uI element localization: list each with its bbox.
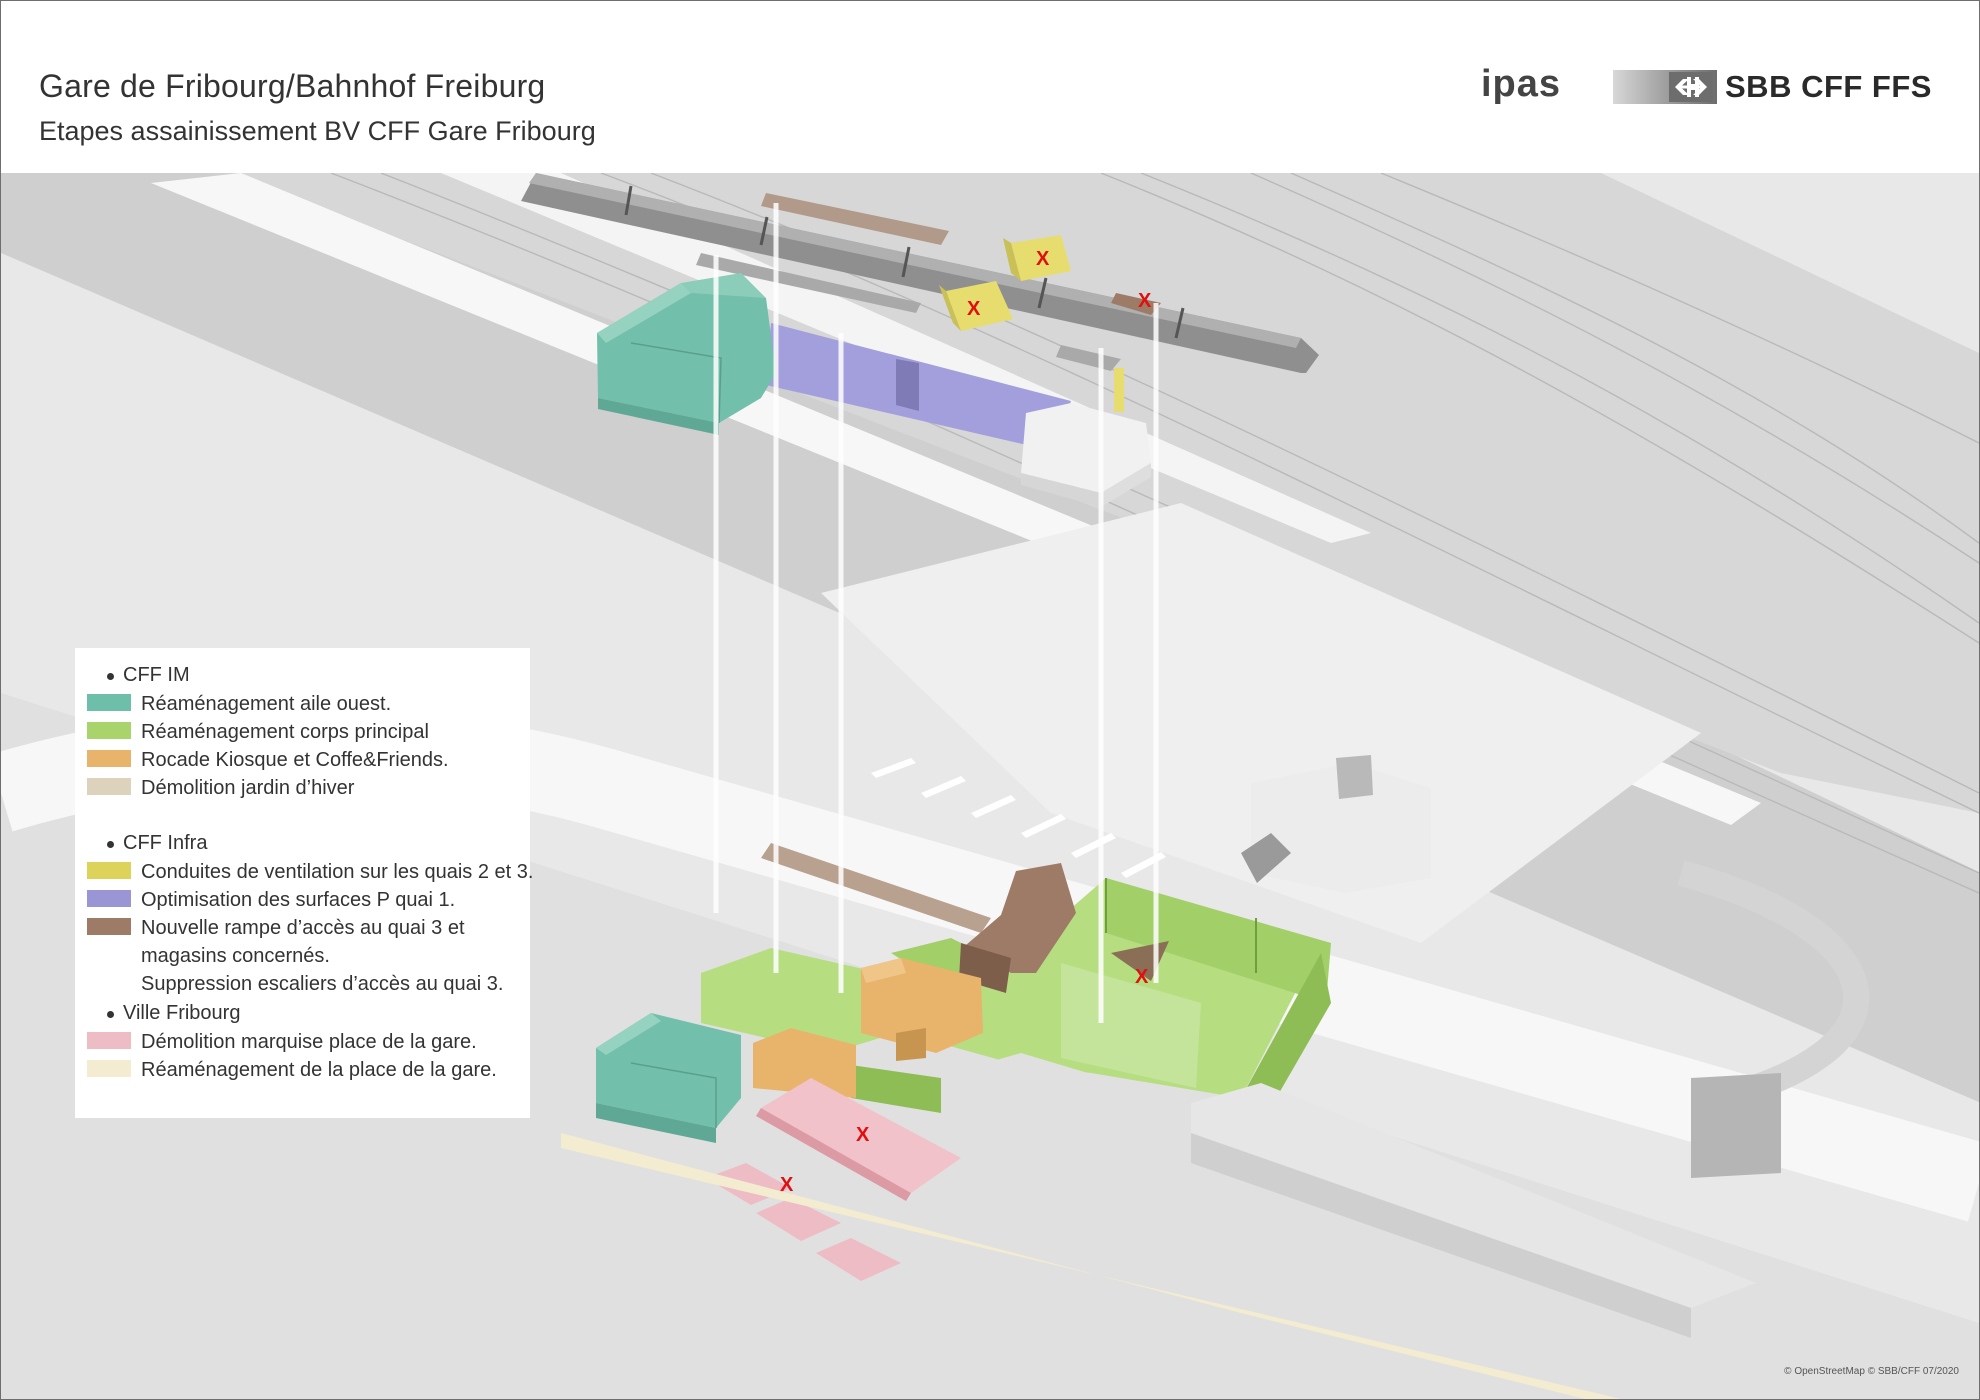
legend-group-cff-infra: CFF Infra	[107, 832, 207, 855]
ramp-quai-3-top	[761, 193, 949, 245]
header: Gare de Fribourg/Bahnhof Freiburg Etapes…	[1, 1, 1979, 173]
demolition-marker-4: X	[1135, 966, 1149, 988]
demolition-marker-5: X	[856, 1124, 870, 1146]
page-title: Gare de Fribourg/Bahnhof Freiburg	[39, 68, 546, 104]
platform-building	[1021, 403, 1151, 507]
long-building-right	[951, 1053, 1756, 1338]
legend-item-marquise: Démolition marquise place de la gare.	[87, 1028, 477, 1053]
main-body-green	[921, 878, 1331, 1133]
isometric-station-map: X X X X X X CFF IM Réaménagement aile ou…	[1, 172, 1979, 1399]
ramp-marker-top	[1111, 293, 1161, 315]
kiosque-orange	[753, 958, 983, 1098]
legend-item-kiosque: Rocade Kiosque et Coffe&Friends.	[87, 746, 449, 771]
legend-item-rampe: Nouvelle rampe d’accès au quai 3 et maga…	[87, 914, 503, 995]
legend-item-jardin-hiver: Démolition jardin d’hiver	[87, 774, 354, 799]
demolition-marker-1: X	[1036, 248, 1050, 270]
legend-item-corps-principal: Réaménagement corps principal	[87, 718, 429, 743]
legend-item-place: Réaménagement de la place de la gare.	[87, 1056, 497, 1081]
demolition-marker-2: X	[967, 298, 981, 320]
ramp-quai-3-lower	[761, 843, 1076, 993]
sbb-swiss-cross-icon	[1613, 70, 1717, 104]
train	[521, 173, 1319, 373]
parking-lot	[821, 503, 1701, 943]
legend-group-cff-im: CFF IM	[107, 664, 190, 687]
legend-item-aile-ouest: Réaménagement aile ouest.	[87, 690, 391, 715]
projection-lines	[713, 203, 1159, 1023]
ipas-logo: ipas	[1481, 63, 1562, 105]
ventilation-duct	[1114, 368, 1124, 412]
legend-item-parking: Optimisation des surfaces P quai 1.	[87, 886, 455, 911]
escalator-building	[1241, 755, 1431, 893]
page-subtitle: Etapes assainissement BV CFF Gare Fribou…	[39, 116, 596, 146]
sbb-logo: SBB CFF FFS	[1613, 69, 1932, 105]
sbb-wordmark: SBB CFF FFS	[1725, 69, 1932, 104]
west-wing-lower	[596, 1013, 741, 1143]
west-wing-upper	[597, 273, 776, 435]
ventilation-box-2	[939, 281, 1013, 331]
ventilation-box-1	[1003, 235, 1071, 281]
demolition-marker-3: X	[1138, 290, 1152, 312]
parking-stripes	[871, 758, 1166, 878]
legend: CFF IM Réaménagement aile ouest. Réaména…	[75, 648, 533, 1118]
demolition-marker-6: X	[780, 1174, 794, 1196]
legend-group-ville: Ville Fribourg	[107, 1002, 240, 1025]
map-credit: © OpenStreetMap © SBB/CFF 07/2020	[1784, 1366, 1959, 1377]
legend-item-ventilation: Conduites de ventilation sur les quais 2…	[87, 858, 533, 883]
